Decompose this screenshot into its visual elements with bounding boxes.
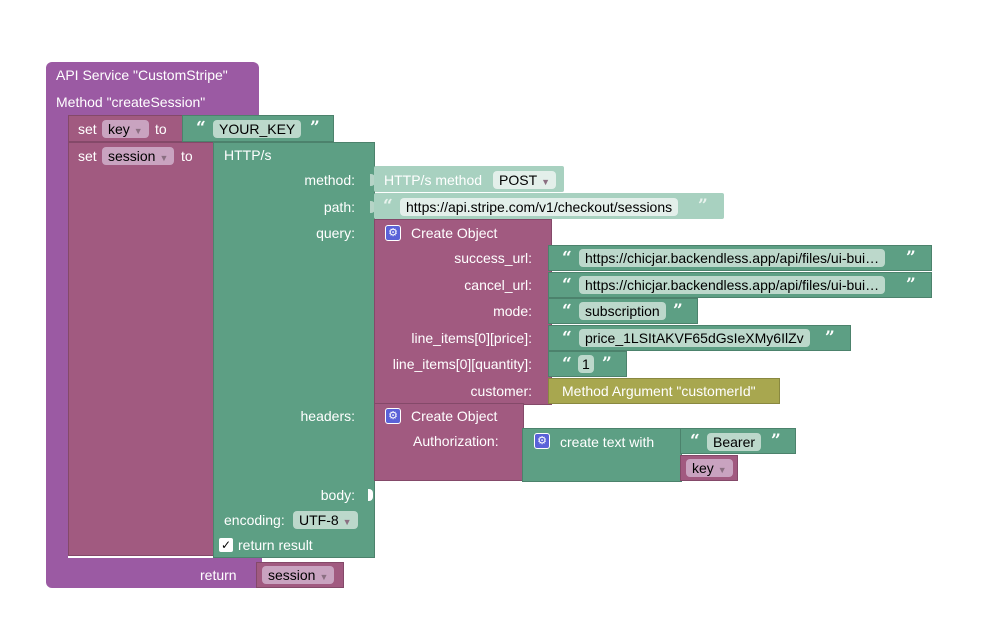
open-quote-icon: “: [690, 431, 700, 451]
method-name: Method "createSession": [56, 94, 206, 110]
http-method-value: POST: [499, 172, 538, 188]
http-method-label: method:: [304, 172, 355, 188]
chevron-down-icon: ▼: [319, 572, 329, 582]
query-field-label: customer:: [470, 383, 532, 399]
query-object-title: Create Object: [411, 225, 498, 241]
api-service-block[interactable]: [46, 62, 259, 118]
query-field-label: cancel_url:: [464, 277, 532, 293]
set-key-to-label: to: [155, 121, 167, 137]
success-url-value[interactable]: https://chicjar.backendless.app/api/file…: [579, 249, 886, 267]
chevron-down-icon: ▼: [541, 177, 551, 187]
return-result-label: return result: [238, 537, 313, 553]
authorization-label: Authorization:: [413, 433, 499, 449]
close-quote-icon: ”: [906, 248, 916, 268]
http-query-label: query:: [316, 225, 355, 241]
return-var-dropdown[interactable]: session▼: [262, 566, 335, 584]
gear-icon[interactable]: ⚙: [385, 408, 401, 424]
gear-icon[interactable]: ⚙: [534, 433, 550, 449]
quantity-value[interactable]: 1: [578, 355, 594, 373]
return-label: return: [200, 567, 237, 583]
chevron-down-icon: ▼: [159, 153, 169, 163]
close-quote-icon: ”: [825, 328, 835, 348]
return-var-name: session: [268, 567, 316, 583]
customer-argument-value: Method Argument "customerId": [562, 383, 756, 399]
query-field-label: mode:: [493, 303, 532, 319]
chevron-down-icon: ▼: [717, 465, 727, 475]
http-headers-label: headers:: [300, 408, 355, 424]
api-service-title: API Service "CustomStripe": [56, 67, 228, 83]
open-quote-icon: “: [562, 248, 572, 268]
price-value[interactable]: price_1LSItAKVF65dGsIeXMy6IlZv: [579, 329, 810, 347]
gear-icon[interactable]: ⚙: [385, 225, 401, 241]
open-quote-icon: “: [196, 118, 206, 138]
open-quote-icon: “: [562, 301, 572, 321]
http-body-label: body:: [320, 487, 355, 503]
mode-value[interactable]: subscription: [579, 302, 666, 320]
customer-argument-block[interactable]: [548, 378, 780, 404]
close-quote-icon: ”: [673, 301, 683, 321]
headers-object-title: Create Object: [411, 408, 498, 424]
method-input-connector: [370, 174, 375, 186]
set-session-var-name: session: [108, 148, 156, 164]
return-result-checkbox[interactable]: ✓: [219, 538, 233, 552]
bearer-value[interactable]: Bearer: [707, 433, 762, 451]
path-input-connector: [370, 201, 375, 213]
close-quote-icon: ”: [310, 118, 320, 138]
set-session-var-dropdown[interactable]: session▼: [102, 147, 175, 165]
path-text-value[interactable]: https://api.stripe.com/v1/checkout/sessi…: [400, 198, 679, 216]
query-field-label: line_items[0][quantity]:: [392, 356, 532, 372]
cancel-url-value[interactable]: https://chicjar.backendless.app/api/file…: [579, 276, 886, 294]
query-field-label: line_items[0][price]:: [411, 330, 532, 346]
close-quote-icon: ”: [906, 275, 916, 295]
http-block[interactable]: [213, 142, 375, 558]
set-session-block[interactable]: [68, 142, 216, 556]
create-text-label: create text with: [560, 434, 655, 450]
key-var-name: key: [692, 460, 714, 476]
open-quote-icon: “: [562, 328, 572, 348]
close-quote-icon: ”: [771, 431, 781, 451]
close-quote-icon: ”: [698, 196, 708, 216]
open-quote-icon: “: [562, 354, 572, 374]
open-quote-icon: “: [562, 275, 572, 295]
key-var-dropdown[interactable]: key▼: [686, 459, 733, 477]
body-input-connector[interactable]: [368, 489, 373, 501]
http-method-block-label: HTTP/s method: [384, 172, 483, 188]
set-key-set-label: set: [78, 121, 97, 137]
chevron-down-icon: ▼: [342, 517, 352, 527]
set-session-to-label: to: [181, 148, 193, 164]
set-key-var-dropdown[interactable]: key▼: [102, 120, 149, 138]
api-service-left-rail: [46, 116, 68, 566]
http-block-title: HTTP/s: [224, 147, 272, 163]
close-quote-icon: ”: [602, 354, 612, 374]
set-session-set-label: set: [78, 148, 97, 164]
chevron-down-icon: ▼: [133, 126, 143, 136]
set-key-var-name: key: [108, 121, 130, 137]
api-service-footer: [46, 558, 262, 588]
encoding-dropdown[interactable]: UTF-8▼: [293, 511, 358, 529]
open-quote-icon: “: [383, 196, 393, 216]
http-path-label: path:: [323, 199, 355, 215]
query-field-label: success_url:: [454, 250, 532, 266]
encoding-value: UTF-8: [299, 512, 339, 528]
http-encoding-label: encoding:: [224, 512, 285, 528]
http-method-dropdown[interactable]: POST▼: [493, 171, 557, 189]
key-text-value[interactable]: YOUR_KEY: [213, 120, 302, 138]
